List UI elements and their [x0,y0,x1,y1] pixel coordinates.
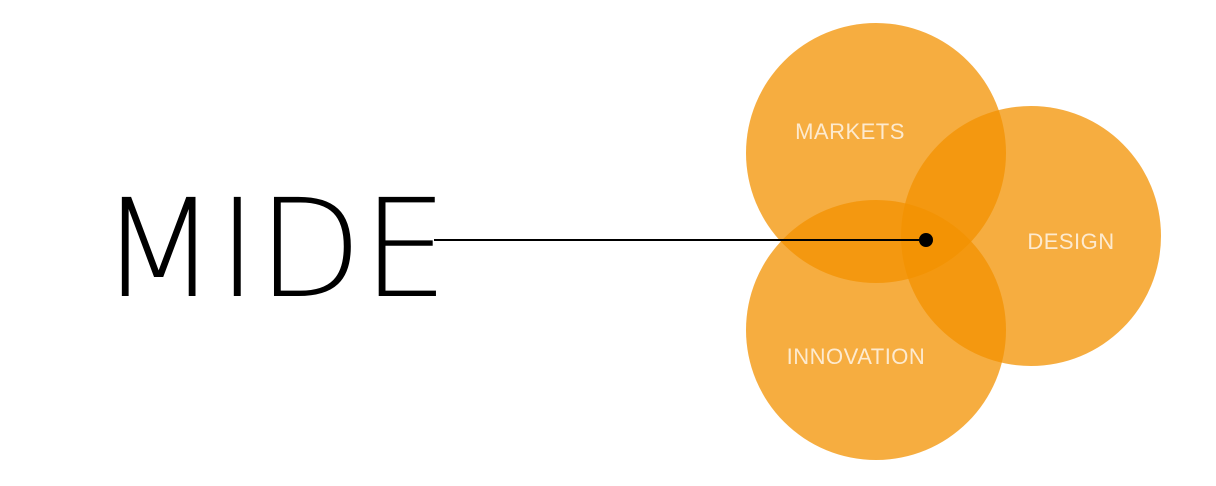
label-innovation: INNOVATION [787,344,926,369]
main-title: MIDE [100,171,448,329]
circle-labels: MARKETS DESIGN INNOVATION [787,119,1115,369]
circle-innovation [746,200,1006,460]
label-design: DESIGN [1027,229,1114,254]
connector-dot [919,233,933,247]
label-markets: MARKETS [795,119,905,144]
venn-circles [746,23,1161,460]
